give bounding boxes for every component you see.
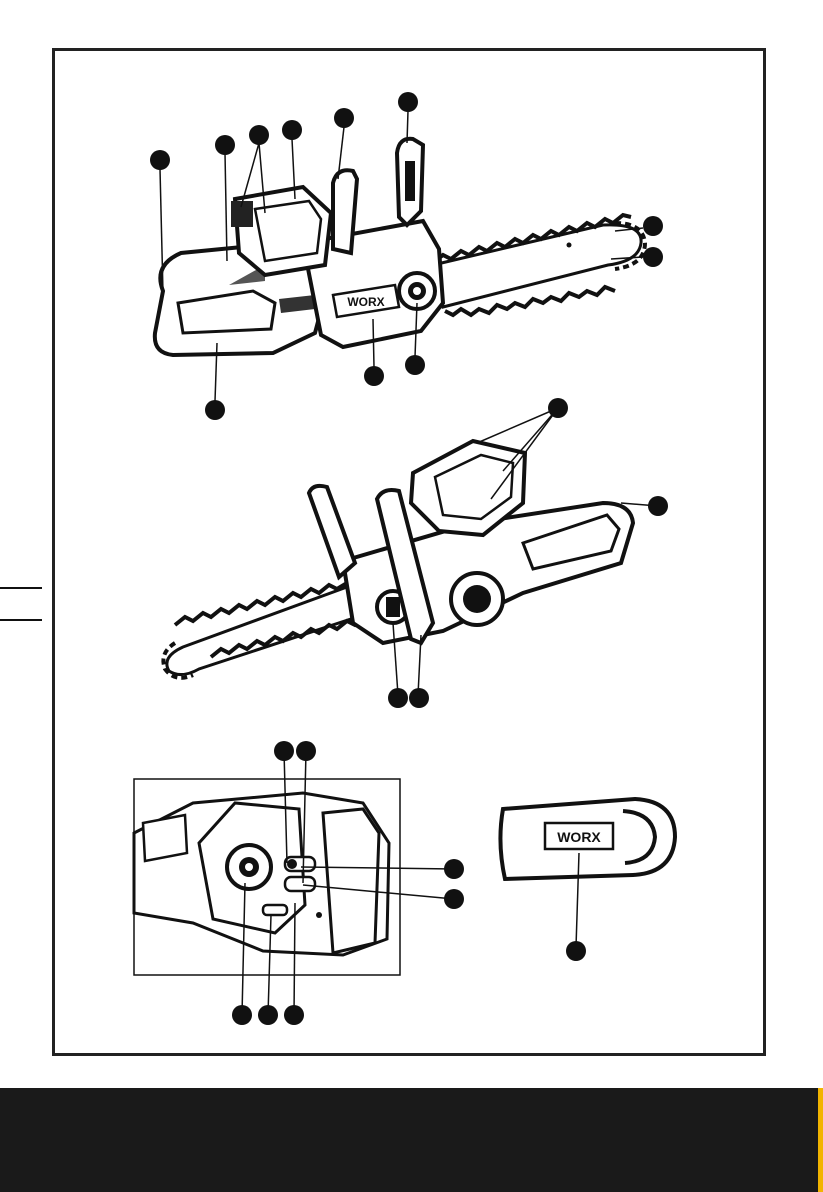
callout-marker (258, 1005, 278, 1025)
chain-guard-view: WORX (500, 799, 675, 879)
side-tab-mark-top (0, 587, 42, 589)
callout-marker (282, 120, 302, 140)
callout-marker (249, 125, 269, 145)
callout-marker (398, 92, 418, 112)
front-hand-guard-right (309, 486, 355, 577)
callout-marker (284, 1005, 304, 1025)
callout-marker (388, 688, 408, 708)
callout-marker (296, 741, 316, 761)
guide-bar-right (163, 583, 365, 678)
callout-marker (444, 859, 464, 879)
callout-marker (364, 366, 384, 386)
footer-band (0, 1088, 818, 1192)
callout-marker (205, 400, 225, 420)
callout-marker (274, 741, 294, 761)
callout-marker (643, 216, 663, 236)
worx-logo-top: WORX (347, 295, 384, 309)
callout-marker (334, 108, 354, 128)
callout-marker (643, 247, 663, 267)
chainsaw-left-side-view: WORX (155, 139, 645, 355)
parts-diagram: WORX (55, 51, 763, 1053)
callout-marker (215, 135, 235, 155)
front-hand-guard (397, 139, 423, 225)
front-handle (333, 170, 357, 253)
callout-marker (405, 355, 425, 375)
callout-marker (566, 941, 586, 961)
guide-bar (433, 215, 645, 315)
detail-view (134, 779, 400, 975)
worx-logo-guard: WORX (557, 829, 601, 845)
side-tab-mark-bottom (0, 619, 42, 621)
callout-marker (648, 496, 668, 516)
figure-frame: WORX (52, 48, 766, 1056)
callout-marker (444, 889, 464, 909)
callout-marker (150, 150, 170, 170)
callout-marker (232, 1005, 252, 1025)
callout-marker (548, 398, 568, 418)
callout-marker (409, 688, 429, 708)
footer-accent-edge (818, 1088, 823, 1192)
chainsaw-right-side-view (163, 441, 633, 678)
